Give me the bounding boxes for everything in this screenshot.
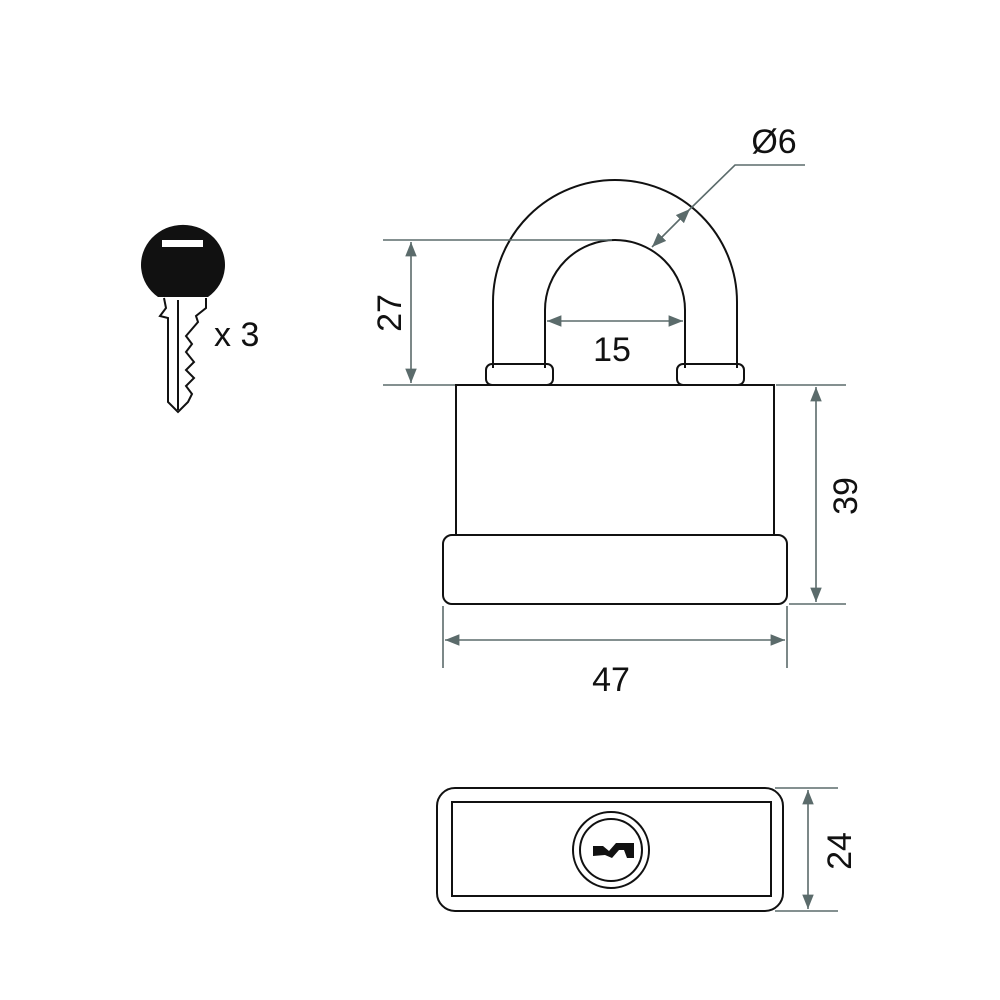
- padlock-body: [442, 384, 788, 605]
- body-height-label: 39: [827, 477, 865, 515]
- shackle-height-label: 27: [371, 294, 409, 332]
- dimension-shackle-height: [383, 239, 612, 386]
- key-icon: [141, 224, 226, 414]
- padlock-bottom-view: [436, 787, 784, 912]
- shackle-inner-width-label: 15: [593, 331, 631, 369]
- shackle-diameter-label: Ø6: [751, 123, 796, 161]
- dimension-shackle-diameter: [651, 164, 805, 248]
- dimension-body-width: [442, 606, 788, 668]
- body-width-label: 47: [592, 661, 630, 699]
- dimension-body-height: [776, 384, 846, 605]
- keyhole-icon: [593, 843, 634, 858]
- dimension-body-depth: [775, 787, 838, 912]
- body-depth-label: 24: [821, 832, 859, 870]
- key-quantity-label: x 3: [214, 316, 259, 354]
